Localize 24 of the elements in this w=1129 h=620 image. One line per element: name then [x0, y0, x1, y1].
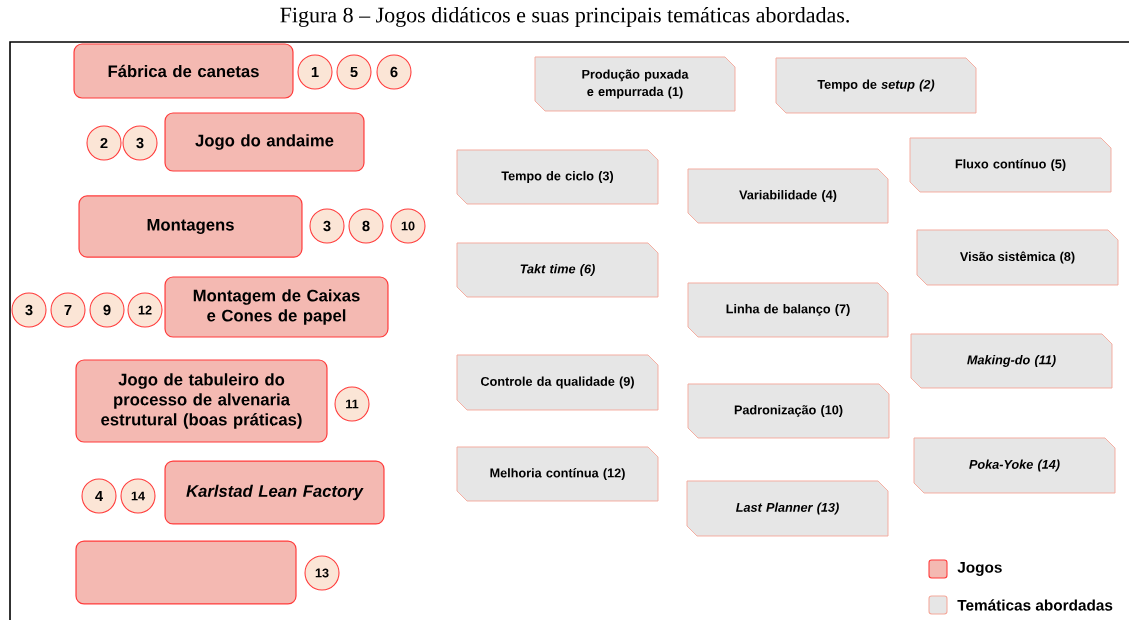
- theme-box: Controle da qualidade (9): [456, 354, 659, 411]
- theme-box: Tempo de setup (2): [775, 57, 977, 114]
- theme-box: Melhoria contínua (12): [456, 446, 659, 502]
- theme-box: Poka-Yoke (14): [913, 437, 1116, 494]
- figure-title: Figura 8 – Jogos didáticos e suas principais temáticas abordadas.: [280, 7, 849, 27]
- game-box: Montagem de Caixas e Cones de papel: [164, 276, 389, 338]
- theme-box: Visão sistêmica (8): [916, 229, 1119, 286]
- theme-box: Linha de balanço (7): [687, 282, 889, 338]
- game-box: Fábrica de canetas: [73, 43, 294, 99]
- theme-box: Last Planner (13): [686, 480, 889, 537]
- legend-label: Jogos: [957, 562, 1002, 576]
- game-box: Karlstad Lean Factory: [164, 460, 385, 525]
- theme-box: Variabilidade (4): [687, 168, 889, 224]
- theme-box: Making-do (11): [910, 333, 1113, 389]
- theme-box: Produção puxada e empurrada (1): [534, 56, 736, 112]
- legend-label: Temáticas abordadas: [957, 599, 1113, 611]
- game-box: Montagens: [78, 195, 303, 258]
- theme-box: Fluxo contínuo (5): [909, 137, 1112, 193]
- game-box: [75, 540, 297, 605]
- theme-box: Padronização (10): [687, 383, 890, 439]
- theme-box: Takt time (6): [456, 242, 659, 298]
- game-box: Jogo do andaime: [164, 112, 365, 172]
- theme-box: Tempo de ciclo (3): [456, 149, 659, 205]
- game-box: Jogo de tabuleiro do processo de alvenaria estrutural (boas práticas): [75, 359, 328, 443]
